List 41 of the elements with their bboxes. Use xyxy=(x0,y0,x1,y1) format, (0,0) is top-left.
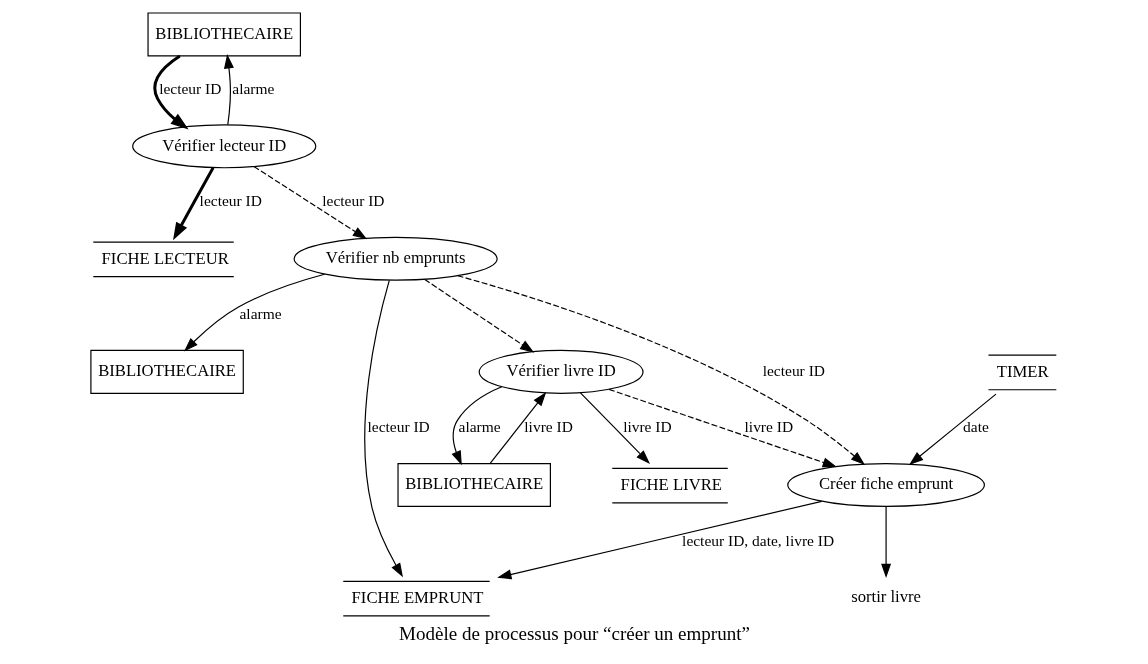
arrow xyxy=(451,386,502,466)
caption: Modèle de processus pour “créer un emprunt” xyxy=(398,623,750,645)
arrow xyxy=(579,392,650,464)
node-box: BIBLIOTHECAIRE xyxy=(89,349,244,394)
arrow xyxy=(489,391,546,464)
edge-label: lecteur ID xyxy=(199,192,262,210)
arrow xyxy=(223,54,234,126)
edge-label: alarme xyxy=(238,305,282,323)
edge-label: livre ID xyxy=(744,418,793,436)
arrow xyxy=(496,500,822,580)
arrow xyxy=(456,275,865,465)
arrow xyxy=(183,273,325,352)
node-ellipse: Créer fiche emprunt xyxy=(786,462,985,507)
node-text: FICHE LIVRE xyxy=(620,474,722,494)
edge-label: lecteur ID xyxy=(762,361,825,379)
arrow xyxy=(363,279,403,578)
edge-label: livre ID xyxy=(622,418,672,436)
arrow xyxy=(172,166,214,241)
arrow xyxy=(152,54,189,130)
edge-label: lecteur ID, date, livre ID xyxy=(681,531,834,549)
node-ellipse: Vérifier livre ID xyxy=(478,349,644,394)
node-text: sortir livre xyxy=(850,587,921,607)
node-text: TIMER xyxy=(996,361,1049,381)
edge-label: alarme xyxy=(458,418,501,436)
edge-label: lecteur ID xyxy=(158,80,221,98)
node-ellipse: Vérifier nb emprunts xyxy=(293,236,498,281)
arrow xyxy=(908,393,997,465)
arrow xyxy=(253,166,367,240)
edge-label: date xyxy=(962,418,989,436)
arrow xyxy=(423,278,534,353)
edge-label: alarme xyxy=(231,80,274,98)
node-text: FICHE EMPRUNT xyxy=(351,588,483,608)
arrow xyxy=(607,388,837,468)
edge-label: livre ID xyxy=(523,418,573,436)
node-box: BIBLIOTHECAIRE xyxy=(146,12,301,57)
node-text: FICHE LECTEUR xyxy=(101,248,229,268)
arrow xyxy=(880,505,891,579)
edge-label: lecteur ID xyxy=(366,418,430,436)
node-box: BIBLIOTHECAIRE xyxy=(396,462,551,507)
node-ellipse: Vérifier lecteur ID xyxy=(131,124,316,169)
edge-label: lecteur ID xyxy=(321,192,385,210)
